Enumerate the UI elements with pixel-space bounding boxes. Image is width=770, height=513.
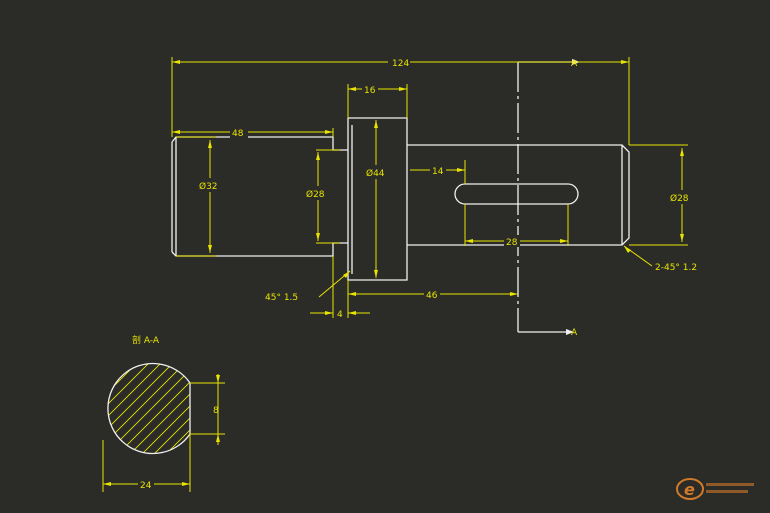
- dim-keyway-length: 28: [506, 238, 518, 248]
- dim-collar-width: 16: [364, 86, 376, 96]
- dim-chamfer-left: 45° 1.5: [265, 293, 298, 303]
- dimension-lines: [171, 57, 688, 318]
- section-arrow-label-top: A: [571, 59, 578, 69]
- dim-left-section-length: 48: [232, 129, 244, 139]
- dim-overall-length: 124: [392, 59, 409, 69]
- section-key-depth: 8: [213, 406, 219, 416]
- section-width: 24: [140, 481, 152, 491]
- watermark-logo: e: [676, 478, 754, 500]
- dim-collar-diameter: Ø44: [366, 168, 385, 179]
- watermark-letter: e: [684, 480, 695, 499]
- dim-right-section-length: 46: [426, 291, 438, 301]
- dim-chamfer-right: 2-45° 1.2: [655, 263, 697, 273]
- section-hatching: [107, 363, 190, 454]
- dimension-labels: 124 16 48 Ø32 Ø28 Ø44 Ø28 14 28 46 45° 1…: [197, 55, 697, 320]
- dim-inner-diameter: Ø28: [306, 189, 325, 200]
- section-arrow-label-bottom: A: [571, 328, 578, 338]
- section-view: 剖 A-A 8 24: [102, 334, 225, 492]
- dim-left-diameter: Ø32: [199, 181, 218, 192]
- section-title: 剖 A-A: [132, 334, 160, 346]
- dim-right-diameter: Ø28: [670, 193, 689, 204]
- dim-groove-width: 4: [337, 310, 343, 320]
- section-cut-line: [517, 59, 580, 335]
- dimension-arrowheads: [172, 60, 684, 315]
- shaft-outline: [171, 117, 630, 281]
- dim-keyway-offset: 14: [432, 167, 444, 177]
